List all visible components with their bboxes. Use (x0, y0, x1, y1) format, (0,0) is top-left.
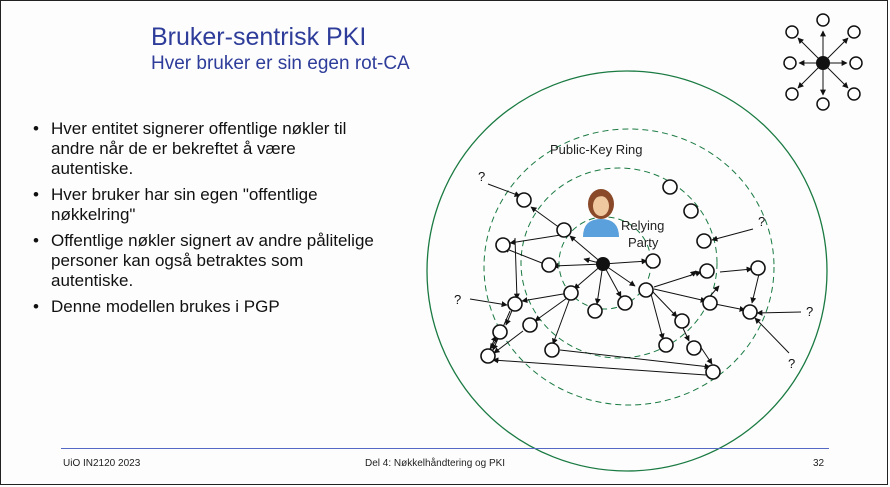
bullet-list: Hver entitet signerer offentlige nøkler … (31, 119, 376, 323)
footer-course: UiO IN2120 2023 (63, 458, 141, 469)
trust-level-ring-outer (483, 128, 775, 406)
trust-level-ring-mid (520, 167, 718, 359)
unknown-key-marker: ? (788, 356, 795, 371)
unknown-key-marker: ? (478, 169, 485, 184)
unknown-key-marker: ? (758, 214, 765, 229)
bullet-item: Hver entitet signerer offentlige nøkler … (31, 119, 376, 179)
relying-party-label: Relying (621, 218, 664, 233)
slide-subtitle: Hver bruker er sin egen rot-CA (151, 53, 410, 74)
relying-party-node (596, 257, 610, 271)
bullet-item: Denne modellen brukes i PGP (31, 297, 376, 317)
footer-topic: Del 4: Nøkkelhåndtering og PKI (365, 458, 506, 469)
slide-title: Bruker-sentrisk PKI (151, 23, 367, 51)
public-key-ring (426, 70, 828, 472)
page-number: 32 (813, 458, 825, 469)
footer-divider (61, 448, 829, 449)
unknown-key-marker: ? (454, 292, 461, 307)
user-avatar-icon (583, 189, 619, 237)
bullet-item: Offentlige nøkler signert av andre pålit… (31, 231, 376, 291)
key-nodes (480, 179, 766, 380)
bullet-item: Hver bruker har sin egen "offentlige nøk… (31, 185, 376, 225)
signature-edges (469, 183, 802, 376)
star-topology-icon (783, 13, 863, 111)
unknown-key-marker: ? (806, 304, 813, 319)
ring-label: Public-Key Ring (550, 142, 643, 157)
relying-party-label: Party (628, 235, 659, 250)
